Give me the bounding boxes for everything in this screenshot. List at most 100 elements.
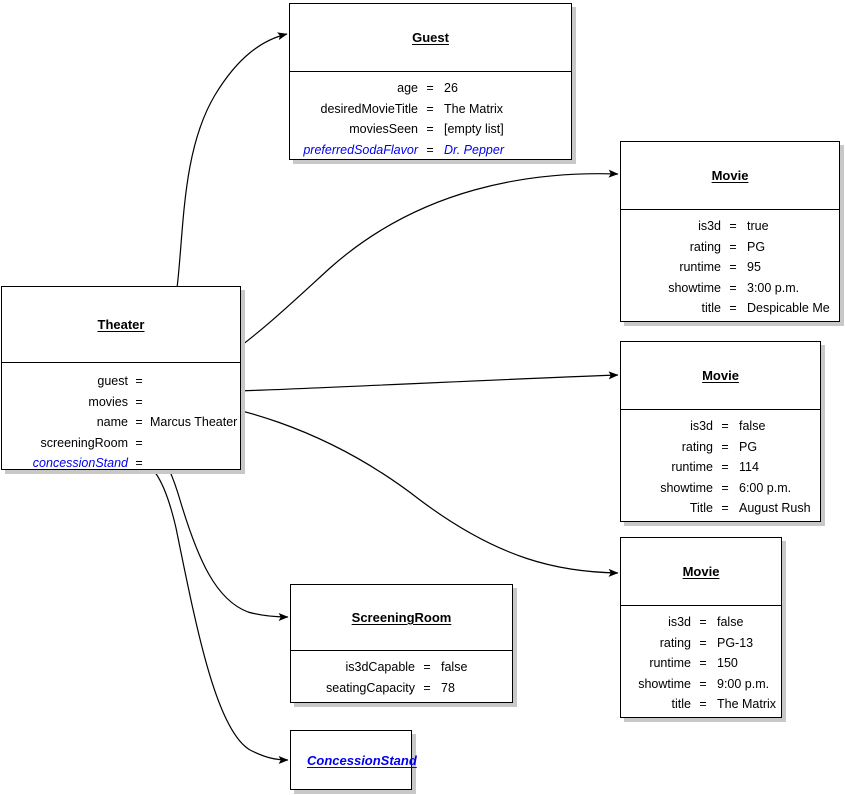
attr-name-is3d: is3d	[698, 219, 721, 233]
attr-eq-title: =	[699, 697, 707, 711]
attr-eq-runtime: =	[699, 656, 707, 670]
theater-attributes: guest = movies = name = Marcus Theater s…	[2, 363, 240, 480]
attr-value-rating: PG	[747, 239, 766, 254]
attr-name-age: age	[397, 81, 418, 95]
attr-name-movies: movies	[88, 394, 128, 409]
attr-value-age: 26	[444, 81, 458, 95]
attr-name-rating: rating	[689, 239, 721, 254]
attr-value-runtime: 150	[717, 656, 738, 670]
attr-eq-is3dcapable: =	[423, 660, 431, 674]
attr-eq-runtime: =	[721, 460, 729, 474]
object-box-movie-1[interactable]: Movie is3d = true rating = PG runtime = …	[620, 141, 840, 322]
attr-name-runtime: runtime	[649, 656, 691, 670]
attr-row-movies: movies =	[2, 392, 240, 413]
movie-1-attributes: is3d = true rating = PG runtime = 95 sho…	[621, 210, 839, 325]
attr-eq-guest: =	[135, 374, 143, 388]
attr-row-showtime: showtime = 9:00 p.m.	[621, 674, 781, 695]
attr-name-seatingcapacity: seatingCapacity	[326, 680, 415, 695]
attr-eq-is3d: =	[729, 219, 737, 233]
attr-value-rating: PG	[739, 439, 758, 454]
attr-eq-rating: =	[699, 635, 707, 650]
attr-row-showtime: showtime = 6:00 p.m.	[621, 478, 820, 499]
attr-name-screeningroom: screeningRoom	[40, 435, 128, 450]
attr-eq-title: =	[729, 301, 737, 315]
movie-2-title: Movie	[702, 368, 739, 383]
movie-3-title: Movie	[682, 564, 720, 579]
concessionstand-header: ConcessionStand	[291, 731, 417, 789]
attr-row-desiredmovietitle: desiredMovieTitle = The Matrix	[290, 99, 571, 120]
attr-name-runtime: runtime	[679, 260, 721, 274]
attr-row-moviesseen: moviesSeen = [empty list]	[290, 119, 571, 140]
attr-name-preferredsodaflavor: preferredSodaFlavor	[303, 142, 418, 157]
attr-name-showtime: showtime	[638, 676, 691, 691]
attr-row-is3dcapable: is3dCapable = false	[291, 657, 512, 678]
attr-value-runtime: 114	[739, 460, 759, 474]
attr-name-guest: guest	[97, 374, 128, 388]
attr-name-name: name	[96, 415, 128, 429]
attr-value-is3d: false	[739, 419, 766, 433]
attr-row-name: name = Marcus Theater	[2, 412, 240, 433]
object-box-screeningroom[interactable]: ScreeningRoom is3dCapable = false seatin…	[290, 584, 513, 703]
attr-row-is3d: is3d = true	[621, 216, 839, 237]
movie-2-attributes: is3d = false rating = PG runtime = 114 s…	[621, 410, 820, 525]
attr-value-is3d: false	[717, 615, 744, 629]
attr-value-title: The Matrix	[717, 697, 777, 711]
attr-row-is3d: is3d = false	[621, 416, 820, 437]
attr-name-desiredmovietitle: desiredMovieTitle	[320, 101, 419, 116]
guest-attributes: age = 26 desiredMovieTitle = The Matrix …	[290, 72, 571, 166]
attr-name-showtime: showtime	[660, 480, 713, 495]
attr-eq-name: =	[135, 415, 143, 429]
attr-value-rating: PG-13	[717, 635, 754, 650]
attr-name-rating: rating	[659, 635, 691, 650]
movie-1-title: Movie	[711, 168, 749, 183]
object-box-concessionstand[interactable]: ConcessionStand	[290, 730, 417, 790]
attr-name-is3d: is3d	[668, 615, 691, 629]
attr-row-showtime: showtime = 3:00 p.m.	[621, 278, 839, 299]
attr-row-title: Title = August Rush	[621, 498, 820, 519]
attr-eq-rating: =	[721, 439, 729, 454]
movie-1-header: Movie	[621, 142, 839, 210]
attr-eq-screeningroom: =	[135, 435, 143, 450]
object-box-guest[interactable]: Guest age = 26 desiredMovieTitle = The M…	[289, 3, 572, 160]
attr-name-concessionstand: concessionStand	[32, 456, 128, 470]
attr-eq-showtime: =	[699, 676, 707, 691]
attr-row-is3d: is3d = false	[621, 612, 781, 633]
attr-eq-showtime: =	[721, 480, 729, 495]
attr-value-showtime: 3:00 p.m.	[747, 280, 800, 295]
attr-eq-is3d: =	[699, 615, 707, 629]
attr-row-title: title = Despicable Me	[621, 298, 839, 319]
attr-eq-rating: =	[729, 239, 737, 254]
attr-row-rating: rating = PG	[621, 437, 820, 458]
screeningroom-header: ScreeningRoom	[291, 585, 512, 651]
attr-name-is3d: is3d	[690, 419, 713, 433]
attr-eq-title: =	[721, 501, 729, 515]
screeningroom-attributes: is3dCapable = false seatingCapacity = 78	[291, 651, 512, 704]
attr-name-title: title	[701, 301, 721, 315]
attr-name-title: title	[671, 697, 691, 711]
attr-eq-concessionstand: =	[135, 456, 143, 470]
attr-row-rating: rating = PG	[621, 237, 839, 258]
attr-row-preferredsodaflavor: preferredSodaFlavor = Dr. Pepper	[290, 140, 571, 161]
movie-3-header: Movie	[621, 538, 781, 606]
attr-value-is3d: true	[747, 219, 769, 233]
attr-value-preferredsodaflavor: Dr. Pepper	[444, 142, 504, 157]
attr-value-showtime: 9:00 p.m.	[717, 676, 770, 691]
attr-name-title: Title	[689, 501, 713, 515]
attr-eq-showtime: =	[729, 280, 737, 295]
object-box-movie-3[interactable]: Movie is3d = false rating = PG-13 runtim…	[620, 537, 782, 718]
concessionstand-title: ConcessionStand	[307, 752, 417, 768]
attr-eq-seatingcapacity: =	[423, 680, 431, 695]
attr-value-is3dcapable: false	[441, 660, 468, 674]
object-box-theater[interactable]: Theater guest = movies = name = Marcus T…	[1, 286, 241, 470]
attr-eq-is3d: =	[721, 419, 729, 433]
screeningroom-title: ScreeningRoom	[351, 610, 452, 625]
attr-name-moviesseen: moviesSeen	[349, 122, 418, 136]
attr-name-runtime: runtime	[671, 460, 713, 474]
object-box-movie-2[interactable]: Movie is3d = false rating = PG runtime =…	[620, 341, 821, 522]
attr-row-runtime: runtime = 114	[621, 457, 820, 478]
attr-eq-movies: =	[135, 394, 143, 409]
edge-theater-concessionstand	[127, 456, 289, 764]
attr-row-guest: guest =	[2, 371, 240, 392]
attr-eq-moviesseen: =	[426, 122, 434, 136]
attr-row-rating: rating = PG-13	[621, 633, 781, 654]
